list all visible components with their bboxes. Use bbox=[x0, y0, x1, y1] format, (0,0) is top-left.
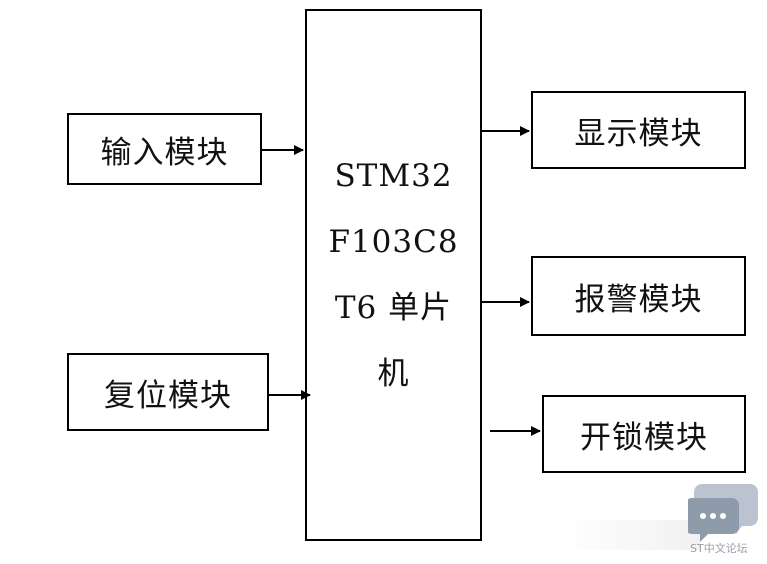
mcu-label-line-1: STM32 bbox=[334, 158, 453, 194]
input-module-block: 输入模块 bbox=[67, 113, 262, 185]
mcu-label-line-4: 机 bbox=[377, 356, 410, 392]
watermark-fade bbox=[560, 520, 700, 550]
mcu-label-line-3: T6 单片 bbox=[334, 290, 453, 326]
watermark-text: ST中文论坛 bbox=[690, 542, 748, 555]
mcu-block: STM32 F103C8 T6 单片 机 bbox=[305, 9, 482, 541]
reset-module-block: 复位模块 bbox=[67, 353, 269, 431]
display-module-block: 显示模块 bbox=[531, 91, 746, 169]
chat-bubble-icon bbox=[688, 484, 758, 542]
mcu-label-line-2: F103C8 bbox=[328, 224, 459, 260]
alarm-module-block: 报警模块 bbox=[531, 256, 746, 336]
unlock-module-block: 开锁模块 bbox=[542, 395, 746, 473]
